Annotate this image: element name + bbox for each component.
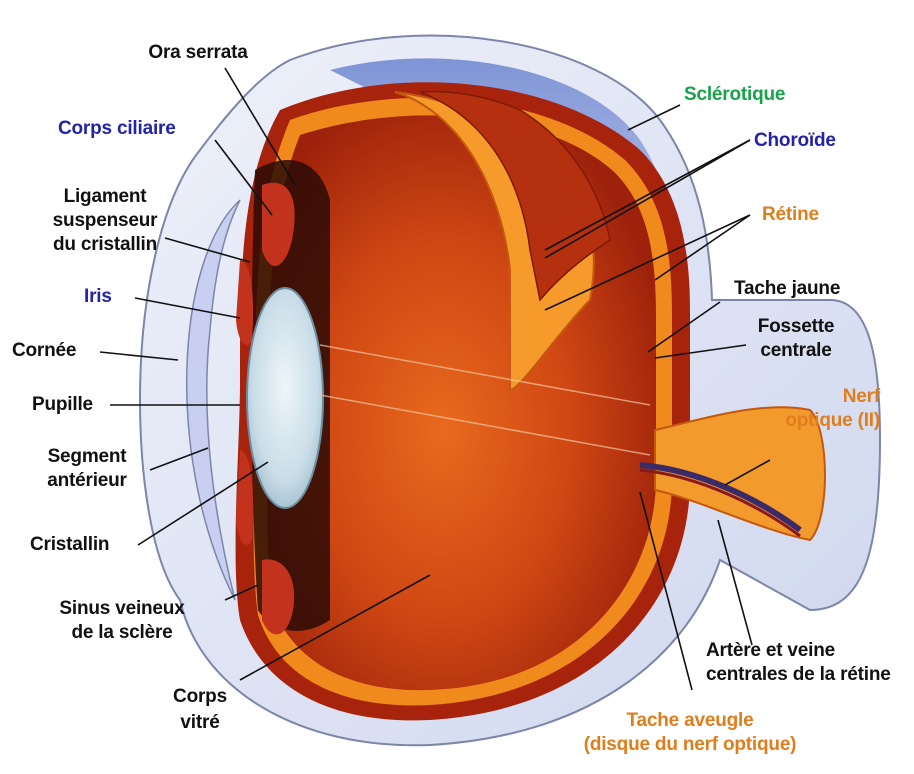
label-iris: Iris (84, 286, 112, 308)
label-sinus-line1: Sinus veineux (32, 598, 212, 620)
label-corps-vitre-line1: Corps (150, 686, 250, 708)
label-ligament-line2: suspenseur (40, 210, 170, 232)
label-sclerotique: Sclérotique (684, 84, 785, 106)
label-corps-ciliaire: Corps ciliaire (58, 118, 176, 140)
label-segment-line2: antérieur (22, 470, 152, 492)
label-fossette-line2: centrale (736, 340, 856, 362)
label-corps-vitre-line2: vitré (150, 712, 250, 734)
label-fossette-line1: Fossette (736, 316, 856, 338)
label-nerf-line2: optique (II) (740, 410, 880, 432)
label-pupille: Pupille (32, 394, 93, 416)
label-ligament-line1: Ligament (40, 186, 170, 208)
label-segment-line1: Segment (22, 446, 152, 468)
label-choroide: Choroïde (754, 130, 836, 152)
lens-shape (247, 288, 323, 508)
label-artere-line1: Artère et veine (706, 640, 835, 662)
label-ora-serrata: Ora serrata (138, 42, 258, 64)
label-nerf-line1: Nerf (760, 386, 880, 408)
label-tache-jaune: Tache jaune (734, 278, 840, 300)
label-cornee: Cornée (12, 340, 76, 362)
label-retine: Rétine (762, 204, 819, 226)
label-tache-aveugle-line1: Tache aveugle (540, 710, 840, 732)
label-ligament-line3: du cristallin (40, 234, 170, 256)
label-tache-aveugle-line2: (disque du nerf optique) (540, 734, 840, 756)
label-sinus-line2: de la sclère (32, 622, 212, 644)
label-cristallin: Cristallin (30, 534, 109, 556)
label-artere-line2: centrales de la rétine (706, 664, 891, 686)
